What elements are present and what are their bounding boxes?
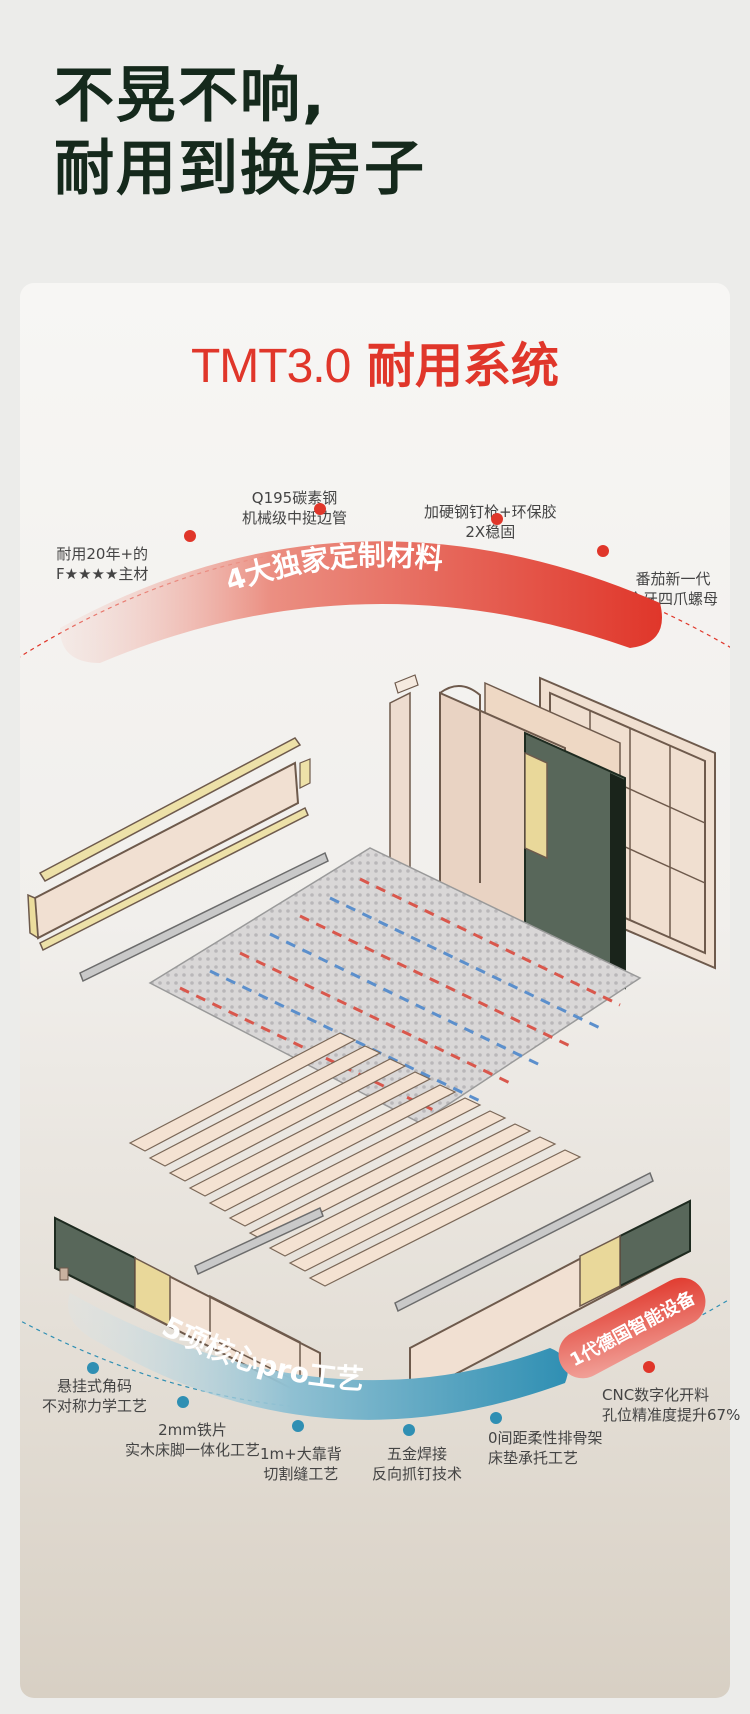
footboard-group <box>54 1216 321 1406</box>
headline: 不晃不响, 耐用到换房子 <box>54 60 426 206</box>
process-arc-band <box>68 1293 568 1420</box>
blue-dots <box>87 1362 502 1436</box>
headboard-group <box>389 674 716 990</box>
exploded-bed-illustration: 4大独家定制材料 <box>20 503 730 1436</box>
process-label-4: 五金焊接反向抓钉技术 <box>372 1445 463 1483</box>
process-label-5: 0间距柔性排骨架床垫承托工艺 <box>488 1429 603 1467</box>
bed-slats <box>128 1032 582 1287</box>
process-label-2: 2mm铁片实木床脚一体化工艺 <box>125 1421 261 1459</box>
process-label-6: CNC数字化开料孔位精准度提升67% <box>602 1386 741 1424</box>
badge-dot <box>643 1361 655 1373</box>
right-rail-group <box>394 1171 691 1400</box>
process-label-1: 悬挂式角码不对称力学工艺 <box>42 1377 148 1415</box>
red-dots <box>184 503 609 557</box>
center-beam <box>194 1206 324 1276</box>
materials-arc-band <box>60 541 662 663</box>
system-title: TMT3.0 耐用系统 <box>20 326 730 396</box>
headline-line-2: 耐用到换房子 <box>54 134 426 204</box>
process-label-3: 1m+大靠背切割缝工艺 <box>260 1445 342 1483</box>
headline-line-1: 不晃不响, <box>54 61 327 131</box>
system-title-suffix: 耐用系统 <box>367 338 560 394</box>
left-rail-group <box>27 737 329 983</box>
system-title-prefix: TMT3.0 <box>190 340 351 393</box>
